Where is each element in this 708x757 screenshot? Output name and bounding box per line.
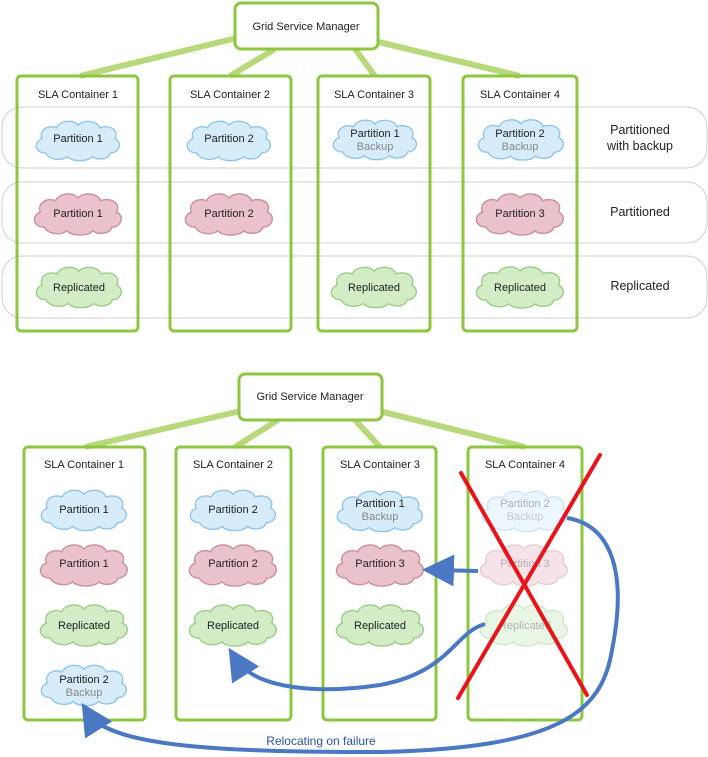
top-connectors <box>79 33 521 79</box>
cloud-label: Replicated <box>494 282 546 294</box>
bottom-c3-cloud-1: Partition 1 Backup <box>336 490 424 533</box>
cloud-sublabel: Backup <box>357 141 394 153</box>
bottom-container-4 <box>466 445 584 722</box>
top-cloud-partition-1: Partition 1 <box>33 193 122 236</box>
bottom-connectors <box>84 407 526 450</box>
top-container-4 <box>461 74 579 333</box>
cloud-label: Partition 1 <box>355 498 405 510</box>
bottom-c1-cloud-3: Replicated <box>39 604 128 647</box>
cloud-label: Partition 1 <box>53 208 103 220</box>
cloud-label: Partition 2 <box>500 498 550 510</box>
cloud-label: Partition 1 <box>59 558 109 570</box>
cloud-sublabel: Backup <box>66 687 103 699</box>
cloud-sublabel: Backup <box>362 511 399 523</box>
cloud-label: Replicated <box>354 620 406 632</box>
bottom-c2-cloud-3: Replicated <box>188 604 277 647</box>
row-band-backup <box>1 106 708 169</box>
cloud-label: Partition 2 <box>208 504 258 516</box>
cloud-label: Partition 3 <box>500 558 550 570</box>
cloud-label: Partition 3 <box>495 208 545 220</box>
top-diagram: Grid Service Manager SLA Container 1 SLA… <box>1 1 708 333</box>
bottom-container-2-label: SLA Container 2 <box>193 459 273 471</box>
cloud-label: Replicated <box>348 282 400 294</box>
cloud-sublabel: Backup <box>502 141 539 153</box>
bottom-container-3-label: SLA Container 3 <box>340 459 420 471</box>
cloud-label: Partition 2 <box>204 133 254 145</box>
cloud-label: Partition 1 <box>53 133 103 145</box>
top-cloud-backup-4: Partition 2 Backup <box>477 119 565 161</box>
bottom-c1-cloud-1: Partition 1 <box>40 489 128 532</box>
row-band-replicated <box>1 255 708 319</box>
bottom-c4-cloud-1: Partition 2 Backup <box>481 490 569 533</box>
cloud-label: Partition 1 <box>350 128 400 140</box>
top-cloud-replicated-1: Replicated <box>35 266 123 309</box>
relocation-arrows <box>81 516 620 755</box>
top-container-1-label: SLA Container 1 <box>38 89 118 101</box>
failure-cross <box>456 453 602 700</box>
cloud-label: Partition 2 <box>59 674 109 686</box>
arrow-partition-2-backup <box>81 516 620 755</box>
bottom-c2-cloud-2: Partition 2 <box>188 544 277 587</box>
cloud-label: Replicated <box>53 282 105 294</box>
bottom-manager-label: Grid Service Manager <box>257 391 364 403</box>
bottom-c1-cloud-4: Partition 2 Backup <box>40 664 128 707</box>
bottom-diagram: Grid Service Manager SLA Container 1 SLA… <box>22 372 620 755</box>
top-cloud-backup-1: Partition 1 <box>35 120 121 162</box>
top-container-3 <box>316 74 432 333</box>
top-container-4-label: SLA Container 4 <box>480 89 560 101</box>
bottom-manager-box <box>237 372 384 422</box>
bottom-c1-cloud-2: Partition 1 <box>39 544 128 587</box>
top-cloud-replicated-4: Replicated <box>475 266 564 309</box>
arrow-replicated <box>228 622 486 692</box>
cloud-label: Partition 1 <box>59 504 109 516</box>
cloud-label: Partition 3 <box>355 558 405 570</box>
arrow-partition-3 <box>422 554 479 587</box>
cloud-label: Replicated <box>58 620 110 632</box>
bottom-c3-cloud-2: Partition 3 <box>335 544 424 587</box>
cloud-label: Replicated <box>207 620 259 632</box>
top-container-3-label: SLA Container 3 <box>334 89 414 101</box>
top-cloud-partition-3: Partition 3 <box>475 193 564 236</box>
bottom-c2-cloud-1: Partition 2 <box>189 489 277 532</box>
row-label-partitioned: Partitioned <box>610 205 670 219</box>
cloud-label: Replicated <box>499 620 551 632</box>
relocation-caption: Relocating on failure <box>266 734 376 748</box>
row-label-partitioned-with-backup-2: with backup <box>606 139 673 153</box>
row-bands <box>1 106 708 319</box>
top-manager-box <box>233 1 380 51</box>
row-band-partitioned <box>1 181 708 244</box>
top-container-2-label: SLA Container 2 <box>190 89 270 101</box>
top-cloud-partition-2: Partition 2 <box>184 193 273 236</box>
bottom-c4-cloud-3: Replicated <box>479 604 568 647</box>
top-manager-label: Grid Service Manager <box>253 21 360 33</box>
bottom-container-2 <box>174 445 293 722</box>
row-label-partitioned-with-backup-1: Partitioned <box>610 123 670 137</box>
cloud-label: Partition 2 <box>204 208 254 220</box>
top-cloud-backup-2: Partition 2 <box>186 120 272 162</box>
top-cloud-replicated-3: Replicated <box>330 266 418 309</box>
bottom-container-4-label: SLA Container 4 <box>485 459 565 471</box>
bottom-container-1-label: SLA Container 1 <box>44 459 124 471</box>
row-label-replicated: Replicated <box>610 279 669 293</box>
top-cloud-backup-3: Partition 1 Backup <box>332 119 418 161</box>
cloud-label: Partition 2 <box>495 128 545 140</box>
bottom-c3-cloud-3: Replicated <box>335 604 424 647</box>
top-container-2 <box>168 74 293 333</box>
cloud-sublabel: Backup <box>507 511 544 523</box>
top-container-1 <box>15 74 140 333</box>
cloud-label: Partition 2 <box>208 558 258 570</box>
